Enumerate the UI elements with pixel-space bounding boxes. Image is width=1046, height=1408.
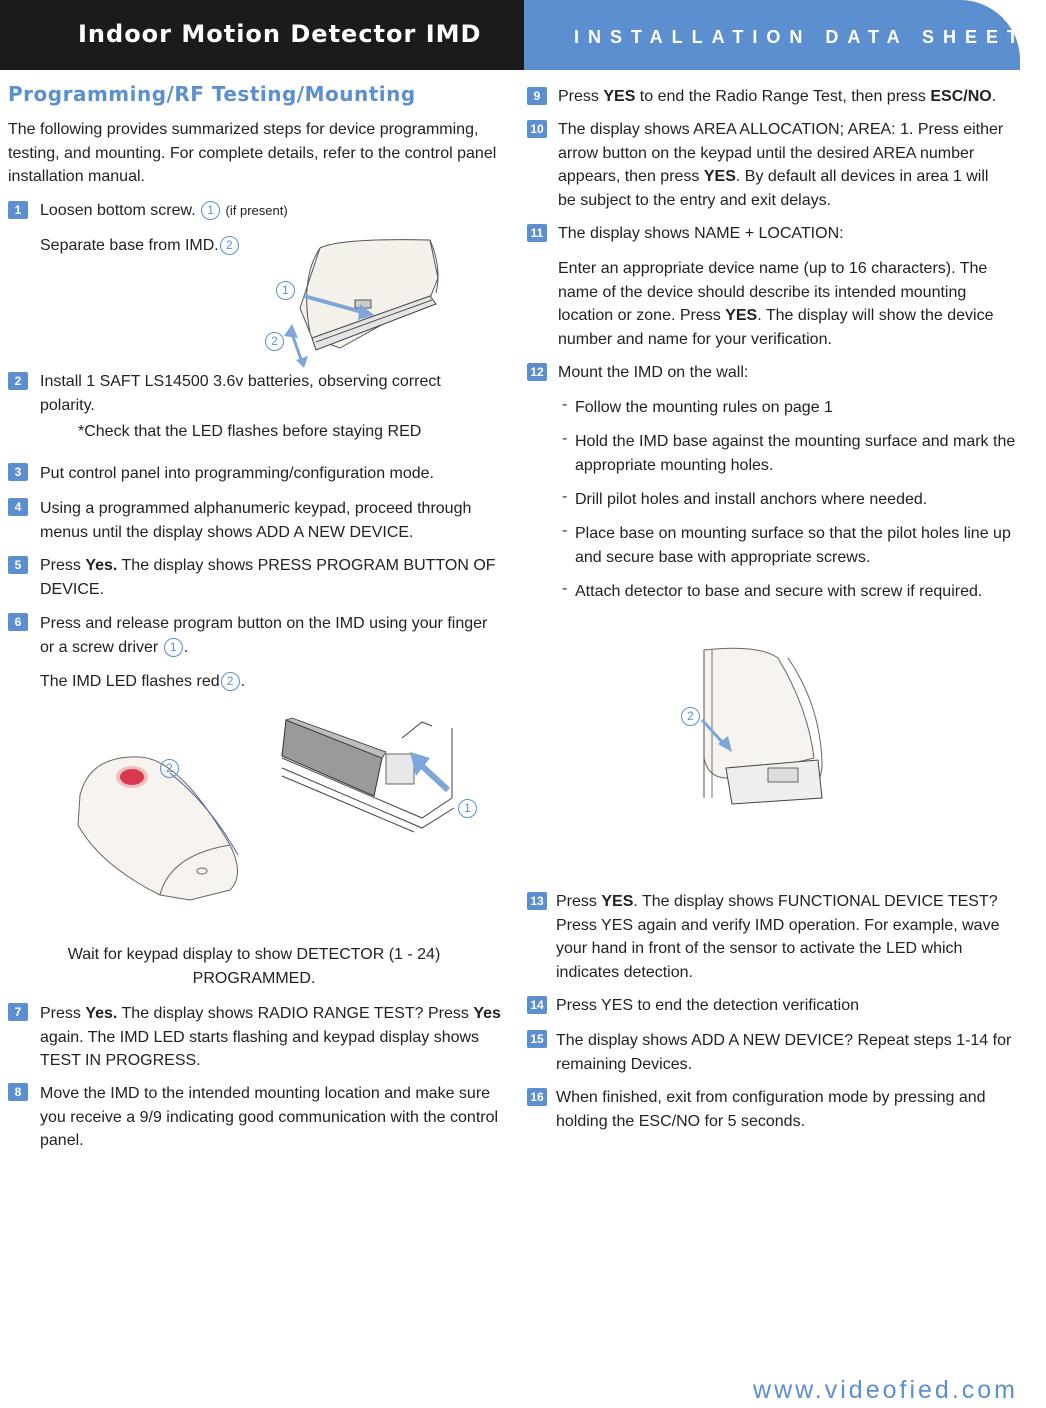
callout-1-icon: 1 xyxy=(201,201,221,221)
product-title: Indoor Motion Detector IMD xyxy=(78,20,482,48)
step-badge-4: 4 xyxy=(8,498,28,516)
step-10-text: The display shows AREA ALLOCATION; AREA:… xyxy=(558,121,1004,209)
header-left-bar: Indoor Motion Detector IMD xyxy=(0,0,524,70)
step-1-sub-text: Separate base from IMD. xyxy=(40,237,219,254)
step-badge-15: 15 xyxy=(527,1030,547,1048)
illus1-callout-2: 2 xyxy=(264,332,285,351)
step-badge-10: 10 xyxy=(527,120,547,138)
step-2-text: Install 1 SAFT LS14500 3.6v batteries, o… xyxy=(40,373,441,414)
step-badge-1: 1 xyxy=(8,201,28,219)
wait-programmed-text: Wait for keypad display to show DETECTOR… xyxy=(67,946,441,987)
section-title: Programming/RF Testing/Mounting xyxy=(8,82,416,106)
step-12-text: Mount the IMD on the wall: xyxy=(558,364,749,381)
mount-bullet-3: Drill pilot holes and install anchors wh… xyxy=(575,491,928,508)
mount-bullet-5: Attach detector to base and secure with … xyxy=(575,583,983,600)
intro-paragraph: The following provides summarized steps … xyxy=(8,121,497,185)
step-badge-8: 8 xyxy=(8,1083,28,1101)
step-16-text: When finished, exit from configuration m… xyxy=(556,1089,986,1130)
step-badge-2: 2 xyxy=(8,372,28,390)
step-6-text: Press and release program button on the … xyxy=(40,615,488,657)
website-footer: www.videofied.com xyxy=(753,1376,1018,1404)
illus2-callout-2: 2 xyxy=(159,759,180,778)
step-1-sub: Separate base from IMD.2 xyxy=(40,234,240,258)
step-4-text: Using a programmed alphanumeric keypad, … xyxy=(40,500,472,541)
step-9-text: Press YES to end the Radio Range Test, t… xyxy=(558,88,997,105)
step-badge-9: 9 xyxy=(527,87,547,105)
step-badge-14: 14 xyxy=(527,996,547,1014)
illus3-callout-1: 1 xyxy=(457,799,478,818)
step-badge-16: 16 xyxy=(527,1088,547,1106)
mounting-illustration xyxy=(700,647,823,805)
header-right-bar: INSTALLATION DATA SHEET xyxy=(524,0,1020,70)
base-separation-illustration xyxy=(284,239,439,368)
step-2-note: *Check that the LED flashes before stayi… xyxy=(78,423,422,440)
step-badge-6: 6 xyxy=(8,613,28,631)
mount-bullet-4: Place base on mounting surface so that t… xyxy=(575,525,1011,566)
callout-2-icon: 2 xyxy=(220,672,240,692)
sheet-type-title: INSTALLATION DATA SHEET xyxy=(574,27,1027,47)
step-7-text: Press Yes. The display shows RADIO RANGE… xyxy=(40,1005,501,1069)
step-badge-5: 5 xyxy=(8,556,28,574)
step-badge-7: 7 xyxy=(8,1003,28,1021)
callout-1-icon: 1 xyxy=(163,637,183,657)
illus4-callout-2: 2 xyxy=(680,707,701,726)
step-15-text: The display shows ADD A NEW DEVICE? Repe… xyxy=(556,1032,1012,1073)
callout-2-icon: 2 xyxy=(219,236,239,256)
step-5-text: Press Yes. The display shows PRESS PROGR… xyxy=(40,557,496,598)
step-badge-13: 13 xyxy=(527,892,547,910)
step-13-text: Press YES. The display shows FUNCTIONAL … xyxy=(556,893,1000,981)
mount-bullet-1: Follow the mounting rules on page 1 xyxy=(575,399,833,416)
step-1-main: Loosen bottom screw. xyxy=(40,202,196,219)
mount-bullet-2: Hold the IMD base against the mounting s… xyxy=(575,433,1016,474)
step-badge-11: 11 xyxy=(527,224,547,242)
step-badge-3: 3 xyxy=(8,463,28,481)
illus1-callout-1: 1 xyxy=(275,281,296,300)
step-8-text: Move the IMD to the intended mounting lo… xyxy=(40,1085,499,1149)
step-3-text: Put control panel into programming/confi… xyxy=(40,465,434,482)
step-11-text: The display shows NAME + LOCATION: xyxy=(558,225,844,242)
step-14-text: Press YES to end the detection verificat… xyxy=(556,997,859,1014)
detector-led-illustration xyxy=(77,756,239,901)
step-badge-12: 12 xyxy=(527,363,547,381)
step-1-note: (if present) xyxy=(225,203,288,218)
step-1-text: Loosen bottom screw. 1 (if present) xyxy=(40,199,340,223)
battery-compartment-illustration xyxy=(281,717,455,833)
step-11-detail: Enter an appropriate device name (up to … xyxy=(558,260,994,348)
